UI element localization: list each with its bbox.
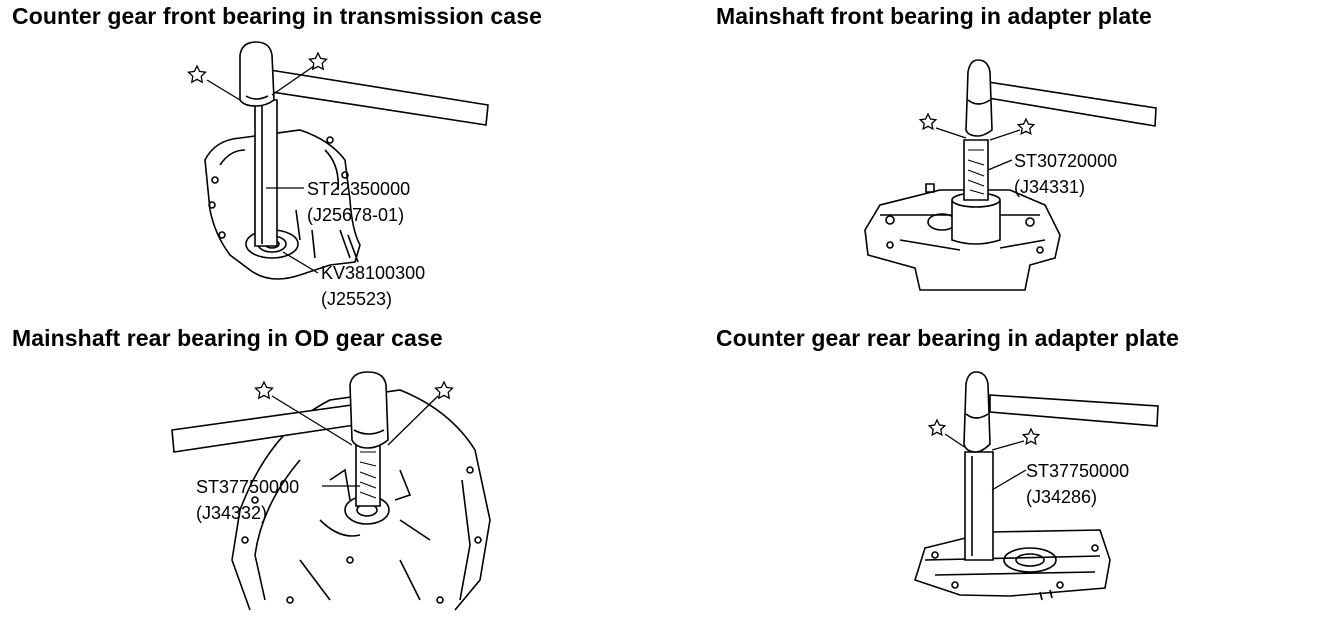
label-alt-j34331: (J34331)	[1014, 177, 1086, 197]
label-part-st37750000-a: ST37750000	[196, 477, 300, 497]
hammer-icon	[990, 395, 1158, 426]
star-icon	[929, 420, 945, 435]
label-alt-j25523: (J25523)	[321, 289, 393, 309]
star-icon	[1023, 429, 1039, 444]
label-part-st22350000: ST22350000	[307, 179, 411, 199]
label-part-st37750000-b: ST37750000	[1026, 461, 1130, 481]
panel-title-mainshaft-front: Mainshaft front bearing in adapter plate	[716, 3, 1152, 29]
star-icon	[920, 114, 936, 129]
star-icon	[436, 382, 453, 398]
star-icon	[1018, 119, 1034, 134]
star-icon	[189, 66, 206, 82]
star-icon	[310, 53, 327, 69]
adapter-plate-outline	[915, 530, 1110, 596]
drift-tool-icon	[965, 452, 993, 560]
panel-title-counter-front: Counter gear front bearing in transmissi…	[12, 3, 542, 29]
label-part-st30720000: ST30720000	[1014, 151, 1118, 171]
label-part-kv38100300: KV38100300	[321, 263, 426, 283]
panel-title-counter-rear: Counter gear rear bearing in adapter pla…	[716, 325, 1180, 351]
label-alt-j25678: (J25678-01)	[307, 205, 405, 225]
od-gear-case-outline	[232, 390, 490, 610]
transmission-case-outline	[205, 130, 360, 279]
panel-title-mainshaft-rear: Mainshaft rear bearing in OD gear case	[12, 325, 443, 351]
star-icon	[255, 382, 272, 398]
label-alt-j34332: (J34332)	[196, 503, 268, 523]
label-alt-j34286: (J34286)	[1026, 487, 1098, 507]
